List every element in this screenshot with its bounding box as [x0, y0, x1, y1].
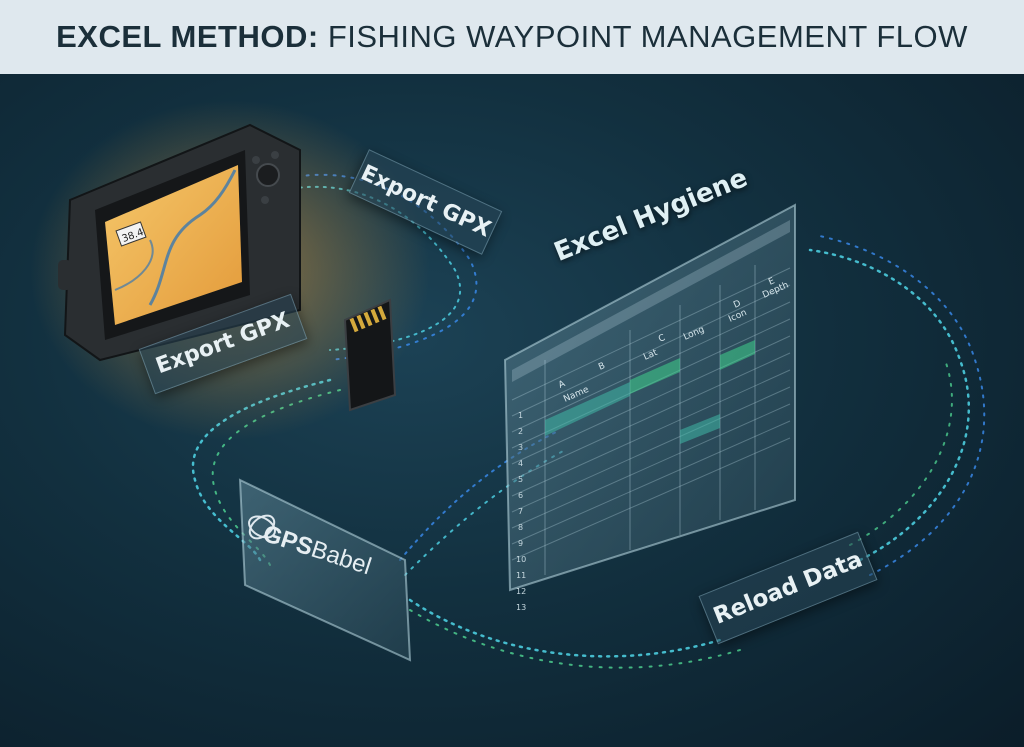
row-number: 8 [518, 523, 523, 532]
diagram-title: EXCEL METHOD: FISHING WAYPOINT MANAGEMEN… [56, 19, 968, 54]
col-letter-d: D [732, 299, 742, 311]
row-number: 6 [518, 491, 523, 500]
row-number: 5 [518, 475, 523, 484]
row-number: 13 [516, 603, 526, 612]
chartplotter-device: 38.4 [58, 123, 301, 362]
gpsbabel-panel [238, 478, 412, 662]
row-number: 11 [516, 571, 526, 580]
col-letter-b: B [597, 361, 607, 373]
col-letter-e: E [767, 276, 777, 288]
row-number: 3 [518, 443, 523, 452]
row-number: 9 [518, 539, 523, 548]
gpsbabel-logo-icon [248, 514, 276, 540]
row-number: 12 [516, 587, 526, 596]
row-number: 1 [518, 411, 523, 420]
col-letter-c: C [657, 333, 667, 345]
sd-card-icon [343, 298, 397, 412]
row-number: 2 [518, 427, 523, 436]
title-bar: EXCEL METHOD: FISHING WAYPOINT MANAGEMEN… [0, 0, 1024, 74]
spreadsheet-row-numbers: 1 2 3 4 5 6 7 8 9 10 11 12 13 [516, 411, 526, 612]
row-number: 7 [518, 507, 523, 516]
row-number: 4 [518, 459, 523, 468]
row-number: 10 [516, 555, 526, 564]
flow-scene: 38.4 [30, 100, 986, 669]
spreadsheet-panel [503, 203, 796, 592]
col-letter-a: A [557, 379, 567, 391]
